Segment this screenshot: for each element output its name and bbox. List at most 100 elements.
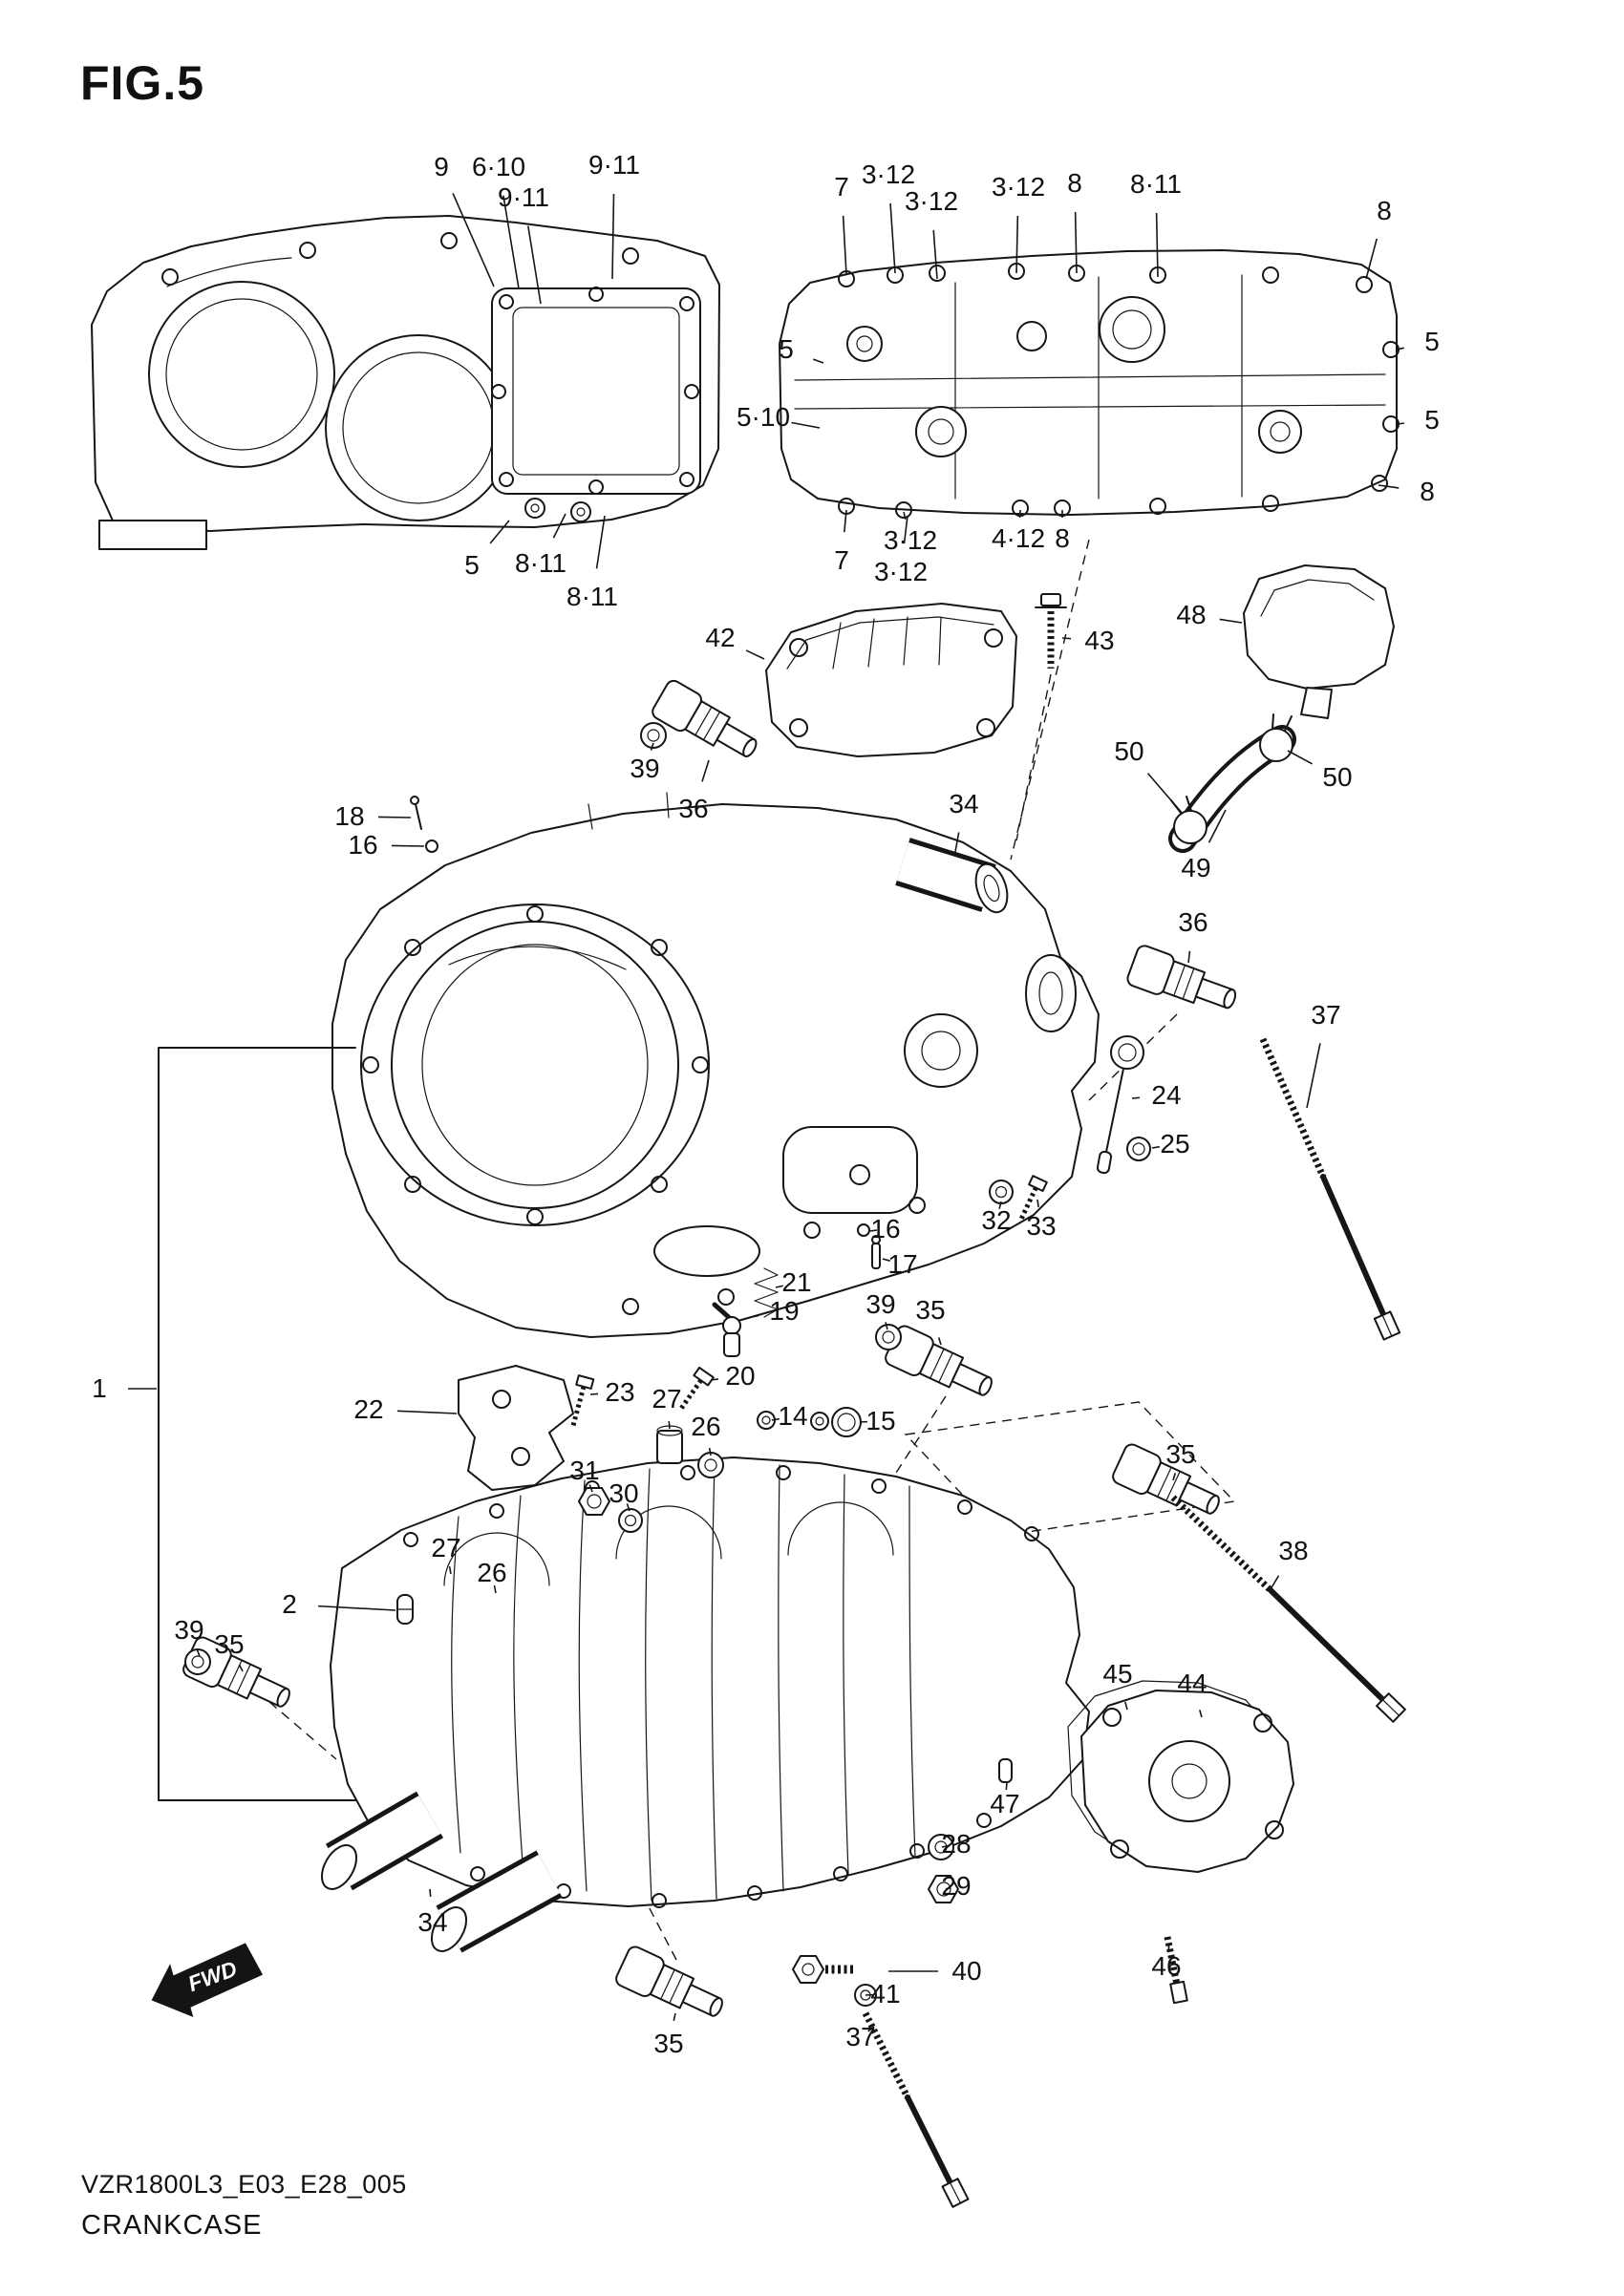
leader-line [1378,484,1400,489]
leader-line [771,1417,780,1421]
leader-line [868,1229,878,1232]
callout-6·10: 6·10 [472,152,525,181]
callout-9·11: 9·11 [588,150,640,180]
leader-line [1015,215,1019,274]
callout-34: 34 [949,789,978,818]
sensor-36-right [1126,945,1237,1010]
callout-34: 34 [417,1907,447,1937]
upper-crankcase-rear-view [91,215,720,550]
callout-44: 44 [1177,1669,1207,1698]
washer-39-top [640,722,667,749]
leader-line [1167,1943,1170,1952]
long-bolt-37-upper [1259,1037,1401,1341]
callout-50: 50 [1322,762,1352,792]
washer-39-left-hole [191,1655,204,1669]
bolt-33 [1018,1175,1048,1221]
callout-42: 42 [705,623,735,652]
callout-47: 47 [990,1789,1019,1818]
callout-32: 32 [981,1205,1011,1235]
o-ring-25 [1126,1137,1151,1161]
stud-18 [410,796,422,830]
o-ring-30 [618,1508,643,1533]
callout-23: 23 [605,1377,634,1407]
leader-line [1396,422,1405,425]
leader-line [791,421,821,429]
callout-8: 8 [1067,168,1082,198]
leader-line [750,1314,759,1318]
leader-line [708,1447,712,1456]
callout-30: 30 [609,1478,638,1508]
callout-46: 46 [1151,1951,1181,1981]
callout-39: 39 [630,754,659,783]
leader-line [1131,1096,1141,1099]
callout-5: 5 [779,334,794,364]
leader-line [589,1392,599,1395]
bolt-20 [677,1366,715,1412]
leader-line [1074,211,1078,274]
upper-crankcase-top-view [779,249,1400,519]
callout-27: 27 [431,1533,460,1563]
leader-line [998,1201,1002,1209]
leader-line [1061,637,1072,640]
leader-line [552,513,566,539]
oil-jet-19 [712,1302,741,1357]
callout-39: 39 [865,1289,895,1319]
breather-body [1243,564,1395,719]
callout-18: 18 [334,801,364,831]
o-ring-15 [831,1407,862,1437]
leader-line [1146,773,1184,815]
leader-line [882,1258,890,1262]
callout-21: 21 [781,1267,811,1297]
callout-40: 40 [951,1956,981,1986]
callout-7: 7 [834,172,849,202]
bracket-22 [458,1365,574,1491]
leader-line [1124,1701,1128,1711]
figure-title: FIG.5 [80,56,205,110]
callout-25: 25 [1160,1129,1189,1159]
leader-line [448,1565,452,1575]
washer-39-top-hole [647,729,660,742]
leader-line [775,1285,783,1288]
callout-28: 28 [941,1829,971,1859]
leader-line [903,511,907,520]
sensor-36-top [652,679,758,758]
leader-line [1396,347,1404,351]
washer-39-mid-hole [882,1330,895,1344]
bolt-23 [570,1374,595,1427]
callout-43: 43 [1084,626,1114,655]
callout-35: 35 [653,2029,683,2058]
callout-2: 2 [282,1589,297,1619]
leader-line [196,1648,201,1657]
leader-line [1151,1145,1161,1149]
o-rings-14 [757,1411,829,1431]
leader-line [1155,212,1159,278]
callout-17: 17 [887,1249,917,1279]
callout-24: 24 [1151,1080,1181,1110]
leader-line [1172,1473,1177,1481]
leader-line [429,1888,432,1898]
leader-line [650,742,654,751]
callout-9·11: 9·11 [498,182,549,212]
leader-line [932,229,938,280]
side-cover [1080,1690,1294,1873]
dowel-47 [998,1758,1013,1783]
callout-5: 5 [1424,405,1440,435]
leader-line [611,193,615,280]
leader-line [867,2026,875,2032]
leader-line [626,1503,630,1512]
leader-line [238,1664,244,1672]
callout-7: 7 [834,545,849,575]
callout-15: 15 [865,1406,895,1435]
callout-4·12: 4·12 [992,523,1045,553]
o-ring-16-upper [425,840,438,853]
leader-line [1018,509,1021,519]
long-bolt-38 [1170,1495,1406,1723]
callout-33: 33 [1026,1211,1056,1241]
callout-3·12: 3·12 [884,525,937,555]
leader-line [1270,1575,1280,1590]
callout-41: 41 [870,1979,900,2009]
callout-27: 27 [652,1384,681,1414]
callout-26: 26 [691,1412,720,1441]
